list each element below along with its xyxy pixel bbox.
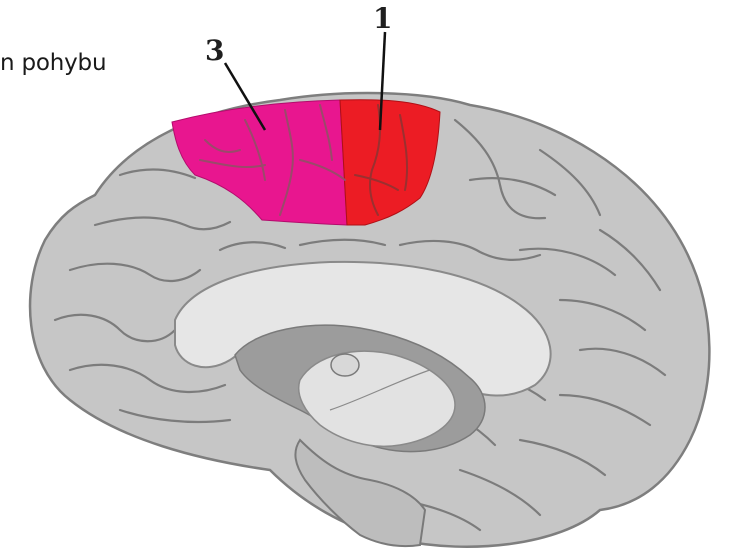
leader-line-3	[223, 62, 267, 131]
caption: n pohybu	[0, 50, 107, 76]
region-3	[171, 99, 348, 226]
fornix-line	[329, 369, 431, 411]
brainstem	[294, 438, 427, 548]
region-sulci	[199, 104, 346, 216]
region-1	[339, 99, 441, 226]
small-circle	[330, 353, 360, 377]
label-1: 1	[373, 2, 392, 35]
leader-line-1	[378, 31, 387, 131]
label-3: 3	[205, 34, 224, 67]
sulci	[53, 118, 667, 532]
